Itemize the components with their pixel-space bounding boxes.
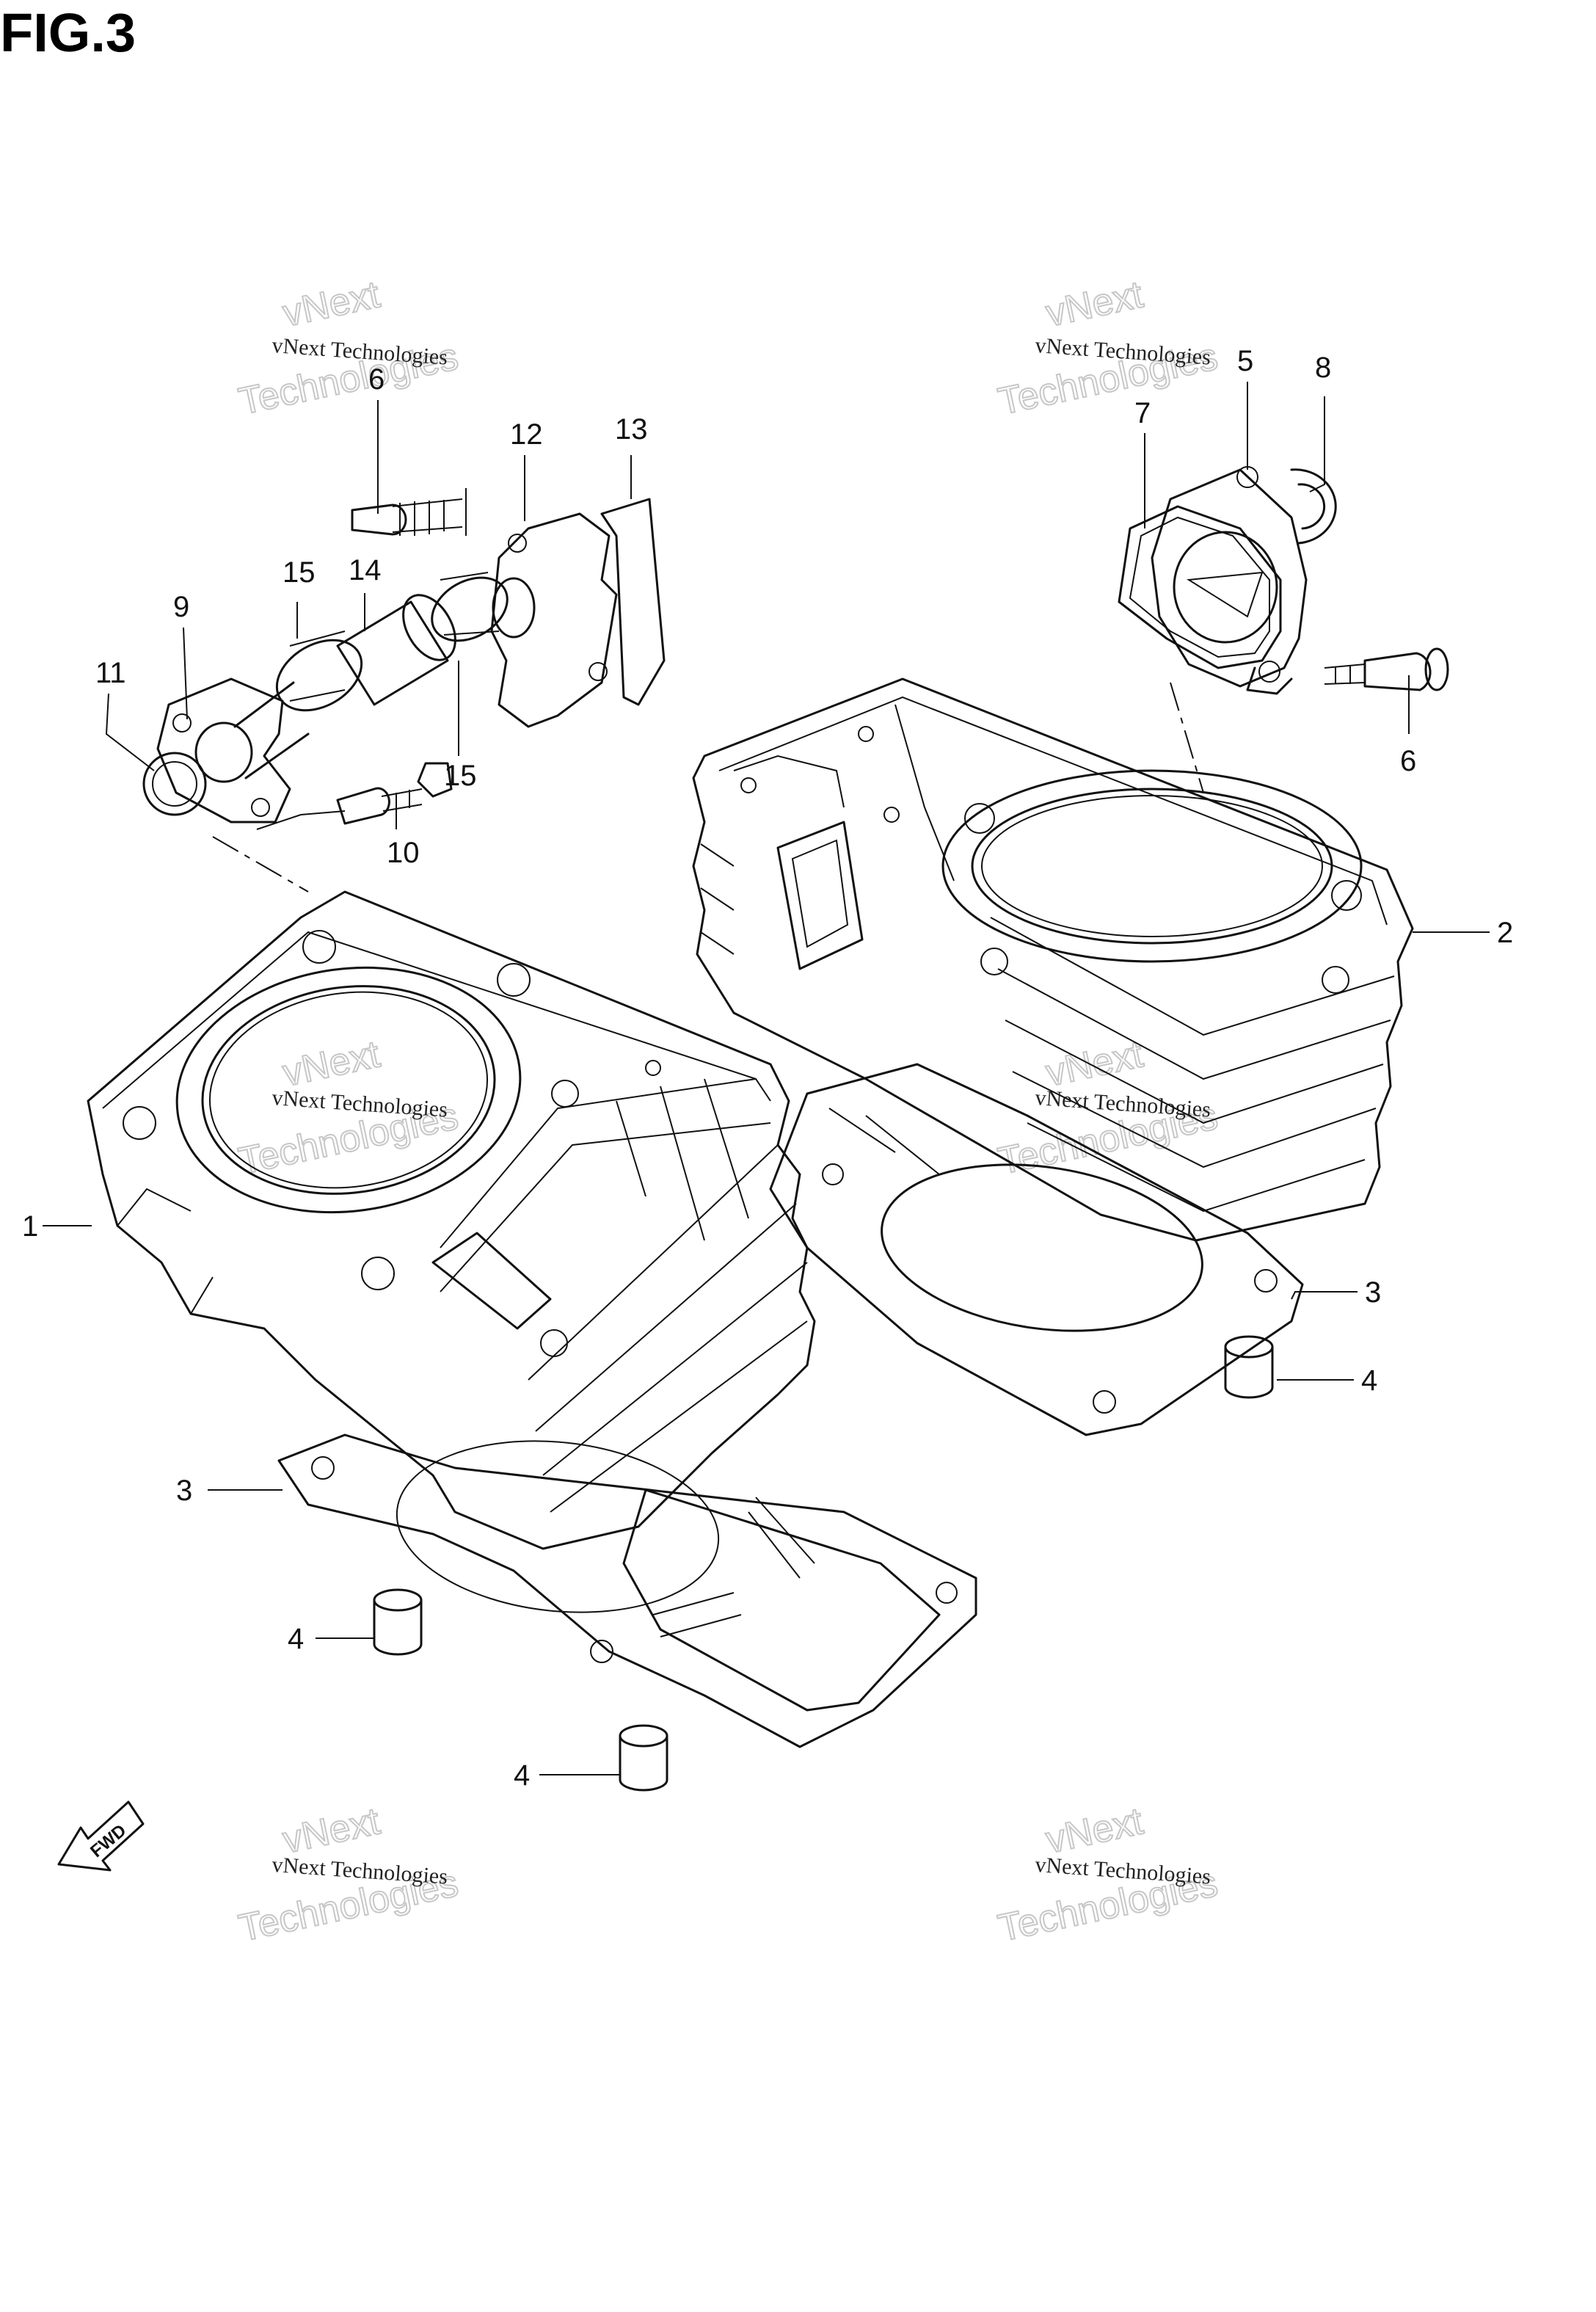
callout-4: 4	[1361, 1364, 1377, 1397]
dowel-pin	[373, 1588, 423, 1656]
watermark-group: vNext Technologies vNext Technologies vN…	[234, 272, 1222, 1950]
callout-4: 4	[288, 1623, 304, 1655]
watermark-top-left: vNext Technologies vNext Technologies	[234, 272, 462, 423]
watermark-big-1: vNext	[279, 1800, 384, 1861]
callout-6: 6	[368, 363, 385, 396]
callout-5: 5	[1237, 345, 1253, 377]
rear-cylinder	[692, 677, 1414, 1242]
callout-6: 6	[1400, 745, 1416, 777]
rear-gasket	[769, 1063, 1304, 1436]
leader-lines	[43, 382, 1490, 1775]
fwd-arrow-icon	[57, 1800, 145, 1872]
alignment-line	[212, 836, 309, 893]
watermark-big-1: vNext	[1042, 273, 1147, 335]
callout-9: 9	[173, 591, 189, 623]
callout-7: 7	[1134, 397, 1151, 429]
callout-2: 2	[1497, 917, 1513, 949]
water-fitting-assembly-right	[1118, 466, 1449, 695]
callout-14: 14	[349, 554, 382, 586]
alignment-line	[1170, 682, 1204, 793]
front-gasket	[277, 1433, 977, 1748]
watermark-top-right: vNext Technologies vNext Technologies	[994, 272, 1222, 423]
watermark-mid-left: vNext Technologies vNext Technologies	[234, 1032, 462, 1183]
callout-15: 15	[283, 556, 316, 589]
callout-12: 12	[510, 418, 543, 451]
dowel-pin	[1224, 1335, 1274, 1399]
watermark-bottom-right: vNext Technologies vNext Technologies	[994, 1799, 1222, 1950]
callout-15: 15	[444, 760, 477, 792]
water-fitting-assembly-left	[142, 498, 666, 825]
watermark-bottom-left: vNext Technologies vNext Technologies	[234, 1799, 462, 1950]
figure-title: FIG.3	[0, 2, 136, 63]
watermark-mid-right: vNext Technologies vNext Technologies	[994, 1032, 1222, 1183]
callout-8: 8	[1315, 352, 1331, 384]
fwd-arrow: FWD	[57, 1800, 145, 1872]
callout-1: 1	[22, 1210, 38, 1243]
callouts: 1 2 3 3 4 4 4 5 6 6 7 8 9 10 11 12 13 14…	[22, 345, 1513, 1792]
callout-3: 3	[1365, 1276, 1381, 1309]
watermark-big-1: vNext	[279, 273, 384, 335]
watermark-big-1: vNext	[1042, 1800, 1147, 1861]
front-cylinder	[87, 890, 816, 1550]
callout-3: 3	[176, 1475, 192, 1507]
callout-4: 4	[514, 1759, 530, 1792]
watermark-big-1: vNext	[279, 1033, 384, 1094]
callout-11: 11	[95, 657, 126, 689]
dowel-pin	[619, 1724, 668, 1792]
callout-13: 13	[615, 413, 648, 446]
callout-10: 10	[387, 837, 420, 869]
